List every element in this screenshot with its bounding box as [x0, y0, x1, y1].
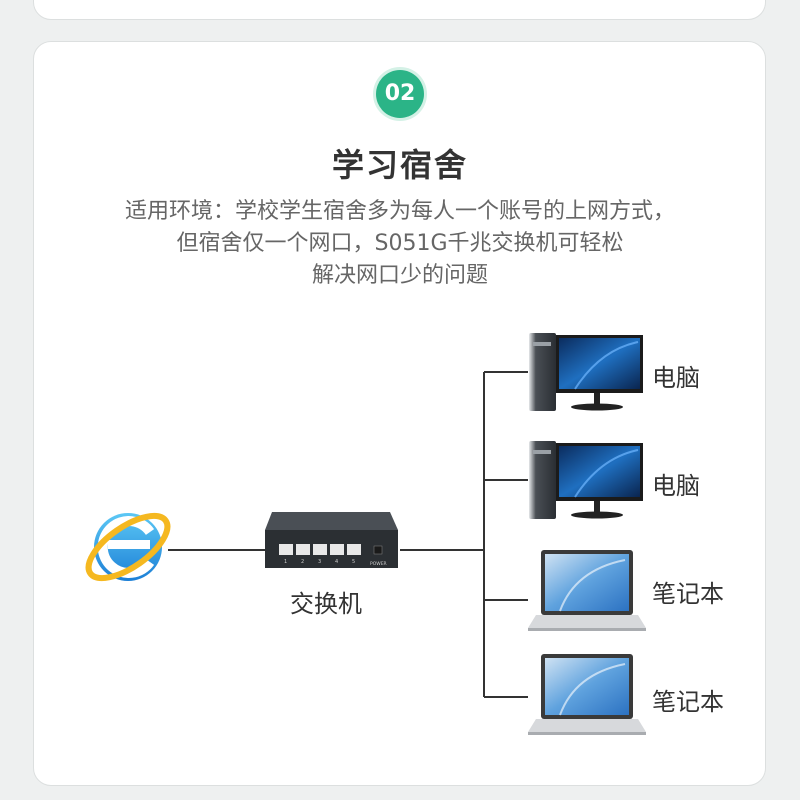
device-label: 电脑: [652, 472, 700, 500]
device-label: 笔记本: [652, 580, 724, 608]
step-number-badge: 02: [376, 70, 424, 118]
switch-ports: [279, 544, 361, 555]
network-switch-icon: 1 2 3 4 5 POWER: [265, 512, 398, 568]
description-line: 适用环境：学校学生宿舍多为每人一个账号的上网方式，: [124, 199, 675, 224]
description-line: 但宿舍仅一个网口，S051G千兆交换机可轻松: [176, 231, 624, 256]
laptop-icon: [528, 550, 646, 631]
scenario-title: 学习宿舍: [331, 146, 468, 184]
internet-explorer-icon: [85, 512, 171, 582]
port-number: 2: [301, 559, 304, 565]
scenario-card: [33, 41, 766, 786]
connection-lines: [168, 371, 528, 698]
desktop-pc-icon: [529, 333, 643, 411]
switch-label: 交换机: [290, 590, 362, 618]
scenario-description: 适用环境：学校学生宿舍多为每人一个账号的上网方式， 但宿舍仅一个网口，S051G…: [60, 196, 740, 292]
device-label: 电脑: [652, 364, 700, 392]
port-number: 3: [318, 559, 321, 565]
port-number: 4: [335, 559, 338, 565]
switch-power-text: POWER: [370, 561, 387, 567]
desktop-pc-icon: [529, 441, 643, 519]
description-line: 解决网口少的问题: [311, 263, 488, 288]
port-number: 1: [284, 559, 287, 565]
device-label: 笔记本: [652, 688, 724, 716]
port-number: 5: [352, 559, 355, 565]
laptop-icon: [528, 654, 646, 735]
